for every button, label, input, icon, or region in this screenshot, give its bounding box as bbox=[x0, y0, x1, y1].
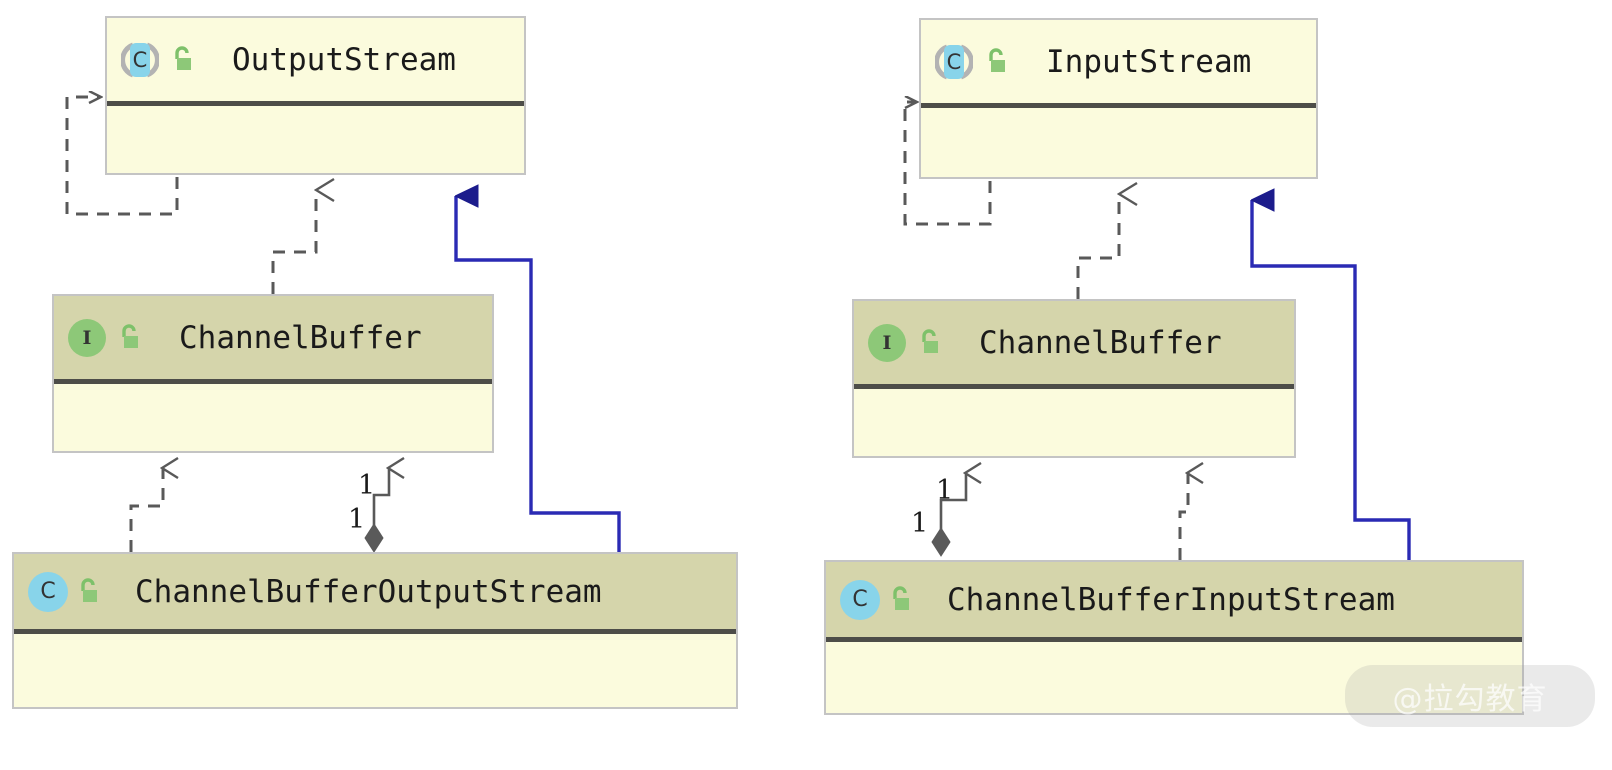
uml-class-name: ChannelBufferInputStream bbox=[947, 581, 1395, 618]
edge-dep-cbos-channelbuffer bbox=[129, 468, 163, 552]
uml-header: C ChannelBufferOutputStream bbox=[14, 554, 736, 634]
unlocked-padlock-icon bbox=[76, 577, 102, 606]
multiplicity-label: 1 bbox=[348, 504, 366, 535]
class-icon: C bbox=[121, 41, 159, 79]
unlocked-padlock-icon bbox=[170, 45, 196, 74]
interface-icon: I bbox=[68, 318, 106, 357]
uml-interface-channel-buffer-left[interactable]: I ChannelBuffer bbox=[52, 294, 494, 453]
uml-header: C ChannelBufferInputStream bbox=[826, 562, 1522, 642]
class-icon: C bbox=[28, 571, 68, 612]
composition-diamond-right bbox=[931, 527, 951, 557]
unlocked-padlock-icon bbox=[888, 585, 914, 614]
uml-members-compartment bbox=[921, 108, 1316, 176]
uml-class-output-stream[interactable]: C OutputStream bbox=[105, 16, 526, 175]
uml-class-channel-buffer-input-stream[interactable]: C ChannelBufferInputStream bbox=[824, 560, 1524, 715]
multiplicity-label: 1 bbox=[936, 475, 954, 506]
uml-header: C InputStream bbox=[921, 20, 1316, 108]
uml-header: C OutputStream bbox=[107, 18, 524, 106]
uml-class-input-stream[interactable]: C InputStream bbox=[919, 18, 1318, 179]
uml-members-compartment bbox=[14, 634, 736, 706]
edge-real-channelbuffer-output bbox=[271, 190, 316, 294]
unlocked-padlock-icon bbox=[984, 47, 1010, 76]
multiplicity-label: 1 bbox=[911, 508, 929, 539]
uml-members-compartment bbox=[854, 389, 1294, 456]
uml-members-compartment bbox=[54, 384, 492, 451]
uml-class-name: InputStream bbox=[1046, 43, 1252, 80]
multiplicity-label: 1 bbox=[358, 470, 376, 501]
unlocked-padlock-icon bbox=[117, 323, 143, 352]
uml-header: I ChannelBuffer bbox=[54, 296, 492, 384]
uml-class-name: ChannelBufferOutputStream bbox=[135, 573, 602, 610]
class-icon: C bbox=[935, 43, 973, 81]
uml-class-channel-buffer-output-stream[interactable]: C ChannelBufferOutputStream bbox=[12, 552, 738, 709]
edge-dep-cbis-channelbuffer bbox=[1178, 473, 1188, 560]
uml-members-compartment bbox=[826, 642, 1522, 712]
class-icon: C bbox=[840, 579, 880, 620]
composition-diamond-left bbox=[364, 523, 384, 553]
edge-real-channelbuffer-input bbox=[1076, 194, 1119, 299]
uml-class-name: ChannelBuffer bbox=[179, 319, 422, 356]
uml-class-name: ChannelBuffer bbox=[979, 324, 1222, 361]
uml-header: I ChannelBuffer bbox=[854, 301, 1294, 389]
interface-icon: I bbox=[868, 323, 906, 362]
watermark: @拉勾教育 bbox=[1345, 665, 1595, 727]
uml-interface-channel-buffer-right[interactable]: I ChannelBuffer bbox=[852, 299, 1296, 458]
uml-members-compartment bbox=[107, 106, 524, 173]
unlocked-padlock-icon bbox=[917, 328, 943, 357]
uml-class-name: OutputStream bbox=[232, 41, 456, 78]
